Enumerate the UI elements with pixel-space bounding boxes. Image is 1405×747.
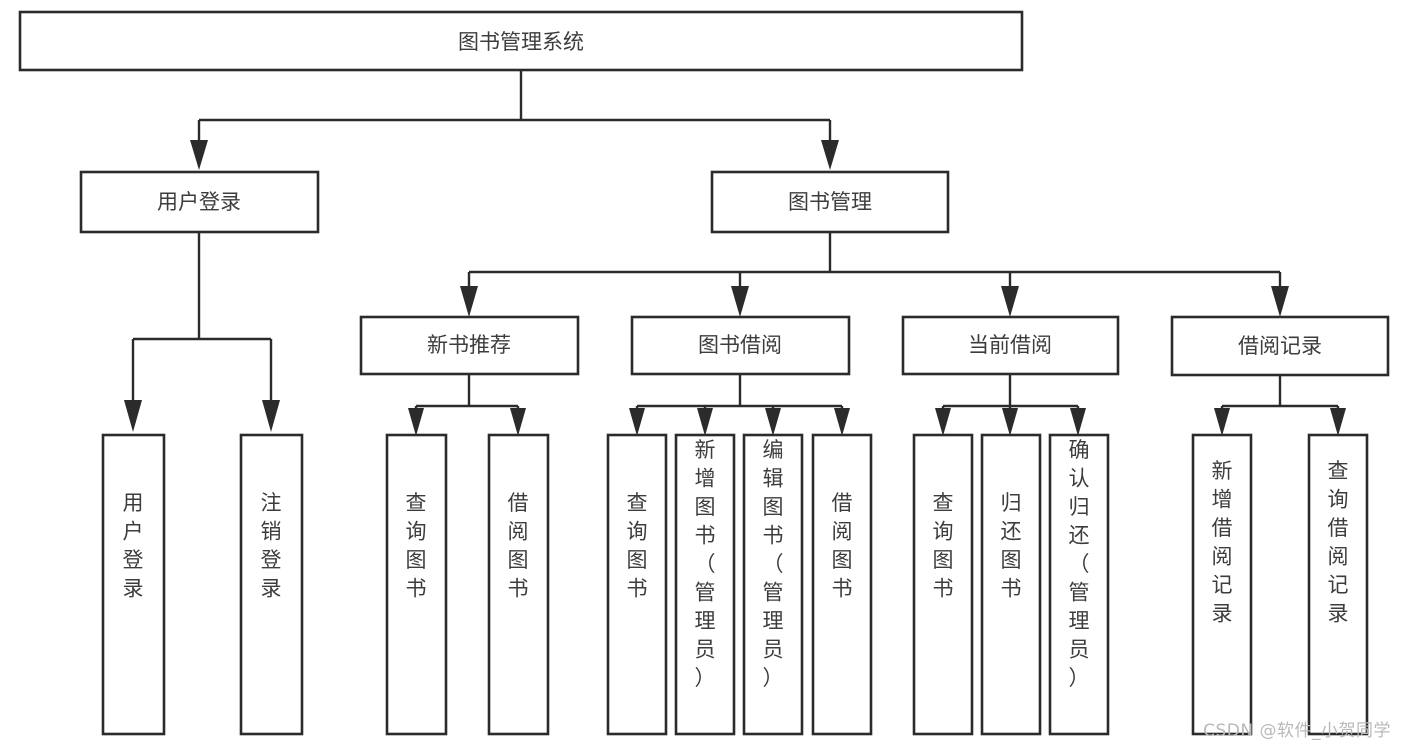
node-current-borrow-label: 当前借阅 [968, 333, 1052, 357]
leaf-book-borrow-4[interactable]: 借阅图书 [811, 433, 873, 736]
arrow-current-borrow-leaf-1 [935, 408, 951, 436]
arrow-book-manage-child-3 [1001, 286, 1019, 317]
leaf-new-book-1-box[interactable] [385, 433, 448, 736]
arrow-book-manage-child-1 [460, 286, 478, 317]
leaf-new-book-2-label: 借阅图书 [508, 491, 529, 601]
leaf-borrow-record-1-label: 新增借阅记录 [1212, 459, 1233, 626]
node-new-book-recommend[interactable]: 新书推荐 [359, 315, 580, 376]
node-book-borrow[interactable]: 图书借阅 [630, 315, 851, 376]
node-user-login-box[interactable] [79, 170, 320, 234]
leaf-borrow-record-1[interactable]: 新增借阅记录 [1191, 433, 1253, 736]
leaf-current-borrow-3-label: 确认归还（管理员） [1069, 438, 1090, 690]
arrow-borrow-record-leaf-1 [1214, 408, 1230, 436]
arrow-book-borrow-leaf-2 [697, 408, 713, 436]
node-user-login-label: 用户登录 [157, 190, 241, 214]
arrow-book-borrow-leaf-4 [834, 408, 850, 436]
leaf-current-borrow-1-box[interactable] [912, 433, 974, 736]
leaf-current-borrow-1-label: 查询图书 [933, 491, 954, 601]
leaf-new-book-2[interactable]: 借阅图书 [487, 433, 550, 736]
leaf-user-login-2-label: 注销登录 [261, 491, 282, 601]
node-book-manage-box[interactable] [710, 170, 950, 234]
leaf-user-login-2-box[interactable] [239, 433, 304, 736]
leaf-book-borrow-3-label: 编辑图书（管理员） [763, 438, 784, 690]
arrow-book-manage-child-2 [731, 286, 749, 317]
node-new-book-recommend-label: 新书推荐 [427, 333, 511, 357]
arrow-current-borrow-leaf-2 [1002, 408, 1018, 436]
leaf-book-borrow-4-label: 借阅图书 [832, 491, 853, 601]
leaf-book-borrow-1-box[interactable] [606, 433, 668, 736]
arrow-user-login-leaf-2 [262, 400, 280, 432]
node-user-login[interactable]: 用户登录 [79, 170, 320, 234]
leaf-borrow-record-2-label: 查询借阅记录 [1328, 459, 1349, 626]
node-borrow-record-label: 借阅记录 [1238, 334, 1322, 358]
leaf-new-book-1-label: 查询图书 [406, 491, 427, 601]
leaf-current-borrow-3-box[interactable] [1048, 433, 1110, 736]
leaf-book-borrow-1-label: 查询图书 [627, 491, 648, 601]
node-root[interactable]: 图书管理系统 [18, 10, 1024, 72]
leaf-current-borrow-1[interactable]: 查询图书 [912, 433, 974, 736]
node-book-manage-label: 图书管理 [788, 190, 872, 214]
leaf-current-borrow-3[interactable]: 确认归还（管理员） [1048, 433, 1110, 736]
leaf-borrow-record-2-box[interactable] [1307, 433, 1369, 736]
arrow-borrow-record-leaf-2 [1330, 408, 1346, 436]
node-current-borrow-box[interactable] [901, 315, 1120, 376]
leaf-user-login-1-box[interactable] [101, 433, 166, 736]
arrow-new-book-leaf-1 [408, 408, 424, 436]
arrow-book-borrow-leaf-1 [629, 408, 645, 436]
leaf-book-borrow-2-box[interactable] [674, 433, 736, 736]
node-book-borrow-box[interactable] [630, 315, 851, 376]
connectors-layer [124, 70, 1346, 436]
arrow-user-login-leaf-1 [124, 400, 142, 432]
leaf-book-borrow-3[interactable]: 编辑图书（管理员） [742, 433, 804, 736]
node-new-book-recommend-box[interactable] [359, 315, 580, 376]
leaf-borrow-record-2[interactable]: 查询借阅记录 [1307, 433, 1369, 736]
arrow-new-book-leaf-2 [510, 408, 526, 436]
arrow-root-to-book-manage [821, 140, 839, 170]
leaf-new-book-2-box[interactable] [487, 433, 550, 736]
node-root-box[interactable] [18, 10, 1024, 72]
leaf-current-borrow-2-label: 归还图书 [1001, 491, 1022, 601]
leaf-current-borrow-2-box[interactable] [980, 433, 1042, 736]
arrow-root-to-user-login [190, 140, 208, 170]
node-book-manage[interactable]: 图书管理 [710, 170, 950, 234]
leaf-borrow-record-1-box[interactable] [1191, 433, 1253, 736]
csdn-watermark: CSDN @软件_小贺同学 [1203, 721, 1391, 741]
node-borrow-record-box[interactable] [1170, 315, 1390, 377]
node-root-label: 图书管理系统 [458, 30, 584, 54]
leaf-book-borrow-2-label: 新增图书（管理员） [695, 438, 716, 690]
leaf-user-login-1-label: 用户登录 [123, 491, 144, 601]
leaf-new-book-1[interactable]: 查询图书 [385, 433, 448, 736]
leaf-current-borrow-2[interactable]: 归还图书 [980, 433, 1042, 736]
node-current-borrow[interactable]: 当前借阅 [901, 315, 1120, 376]
arrow-current-borrow-leaf-3 [1070, 408, 1086, 436]
leaf-book-borrow-4-box[interactable] [811, 433, 873, 736]
leaf-user-login-2[interactable]: 注销登录 [239, 433, 304, 736]
node-book-borrow-label: 图书借阅 [698, 333, 782, 357]
leaf-user-login-1[interactable]: 用户登录 [101, 433, 166, 736]
leaf-book-borrow-2[interactable]: 新增图书（管理员） [674, 433, 736, 736]
node-borrow-record[interactable]: 借阅记录 [1170, 315, 1390, 377]
arrow-book-borrow-leaf-3 [765, 408, 781, 436]
arrow-book-manage-child-4 [1271, 286, 1289, 317]
leaf-book-borrow-1[interactable]: 查询图书 [606, 433, 668, 736]
leaf-book-borrow-3-box[interactable] [742, 433, 804, 736]
